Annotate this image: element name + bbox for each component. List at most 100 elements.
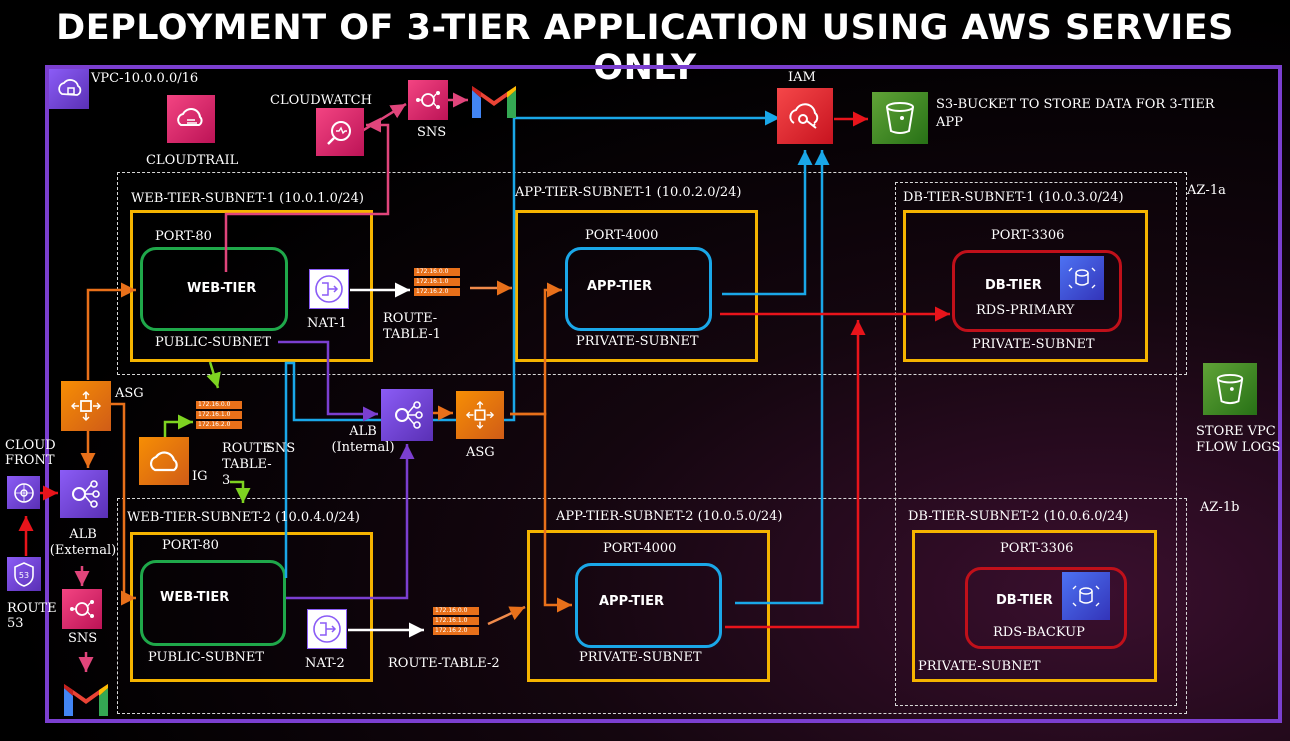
app2-port: PORT-4000	[603, 541, 677, 556]
line-app2-to-iam	[735, 150, 830, 605]
db1-subnet-name: DB-TIER-SUBNET-1 (10.0.3.0/24)	[903, 190, 1124, 205]
cloudtrail-label: CLOUDTRAIL	[146, 153, 239, 168]
gmail-top-icon	[470, 82, 518, 120]
flowlogs-bucket-icon	[1203, 363, 1257, 415]
line-app1-to-iam	[722, 150, 813, 296]
vpc-icon	[49, 69, 89, 109]
sns-top-label: SNS	[417, 125, 447, 140]
sns-left-icon	[62, 589, 102, 629]
vpc-boundary	[45, 65, 1282, 723]
sns-left-label: SNS	[68, 631, 98, 646]
line-asg-mid-to-app2	[510, 412, 572, 613]
web1-subnet-type: PUBLIC-SUBNET	[155, 335, 272, 350]
iam-icon	[777, 88, 833, 144]
web-tier-subnet-2	[130, 532, 373, 682]
asg-left-label: ASG	[115, 386, 144, 401]
db1-port: PORT-3306	[991, 228, 1065, 243]
route-entry: 172.16.0.0	[414, 268, 460, 276]
cloudfront-icon	[7, 476, 40, 509]
s3-label: S3-BUCKET TO STORE DATA FOR 3-TIER APP	[936, 97, 1215, 130]
db-tier-az-boundary	[895, 182, 1177, 706]
nat-1-icon	[309, 269, 349, 309]
db1-subnet-type: PRIVATE-SUBNET	[972, 337, 1095, 352]
route53-icon: 53	[7, 557, 41, 591]
app-tier-1	[565, 247, 712, 331]
route-table-1-icon: 172.16.0.0 172.16.1.0 172.16.2.0	[414, 268, 460, 298]
db2-tier-label: DB-TIER	[996, 593, 1053, 608]
route-entry: 172.16.1.0	[196, 411, 242, 419]
db1-tier-label: DB-TIER	[985, 278, 1042, 293]
alb-internal-icon	[381, 389, 433, 441]
gmail-left-icon	[62, 680, 110, 718]
route-table-1-label: ROUTE-TABLE-1	[383, 311, 441, 342]
db2-subnet-type: PRIVATE-SUBNET	[918, 659, 1041, 674]
route-entry: 172.16.2.0	[433, 627, 479, 635]
line-ig-to-rt3	[163, 414, 193, 438]
line-asg-to-web2	[110, 402, 136, 606]
web2-port: PORT-80	[162, 538, 219, 553]
route-entry: 172.16.1.0	[414, 278, 460, 286]
line-rt3-to-web2	[230, 480, 251, 503]
app1-subnet-type: PRIVATE-SUBNET	[576, 334, 699, 349]
sns-overlap-label: SNS	[266, 441, 296, 456]
app2-subnet-name: APP-TIER-SUBNET-2 (10.0.5.0/24)	[556, 509, 783, 524]
line-web1-to-rt3	[206, 361, 221, 389]
rds-backup-icon	[1062, 572, 1110, 620]
line-asg-mid-to-app1	[510, 282, 562, 416]
az-1b-label: AZ-1b	[1200, 500, 1240, 515]
app-tier-subnet-2	[527, 530, 770, 682]
cloudfront-label: CLOUD FRONT	[5, 438, 56, 468]
az-1b-boundary	[117, 498, 1187, 714]
internet-gateway-icon	[139, 437, 189, 485]
asg-left-icon	[61, 381, 111, 431]
cloudtrail-icon	[167, 95, 215, 143]
route-table-3-label: ROUTE TABLE-3	[222, 441, 272, 488]
web-tier-1	[140, 247, 288, 331]
web-tier-2	[140, 560, 286, 646]
route-table-2-label: ROUTE-TABLE-2	[388, 656, 500, 671]
route-entry: 172.16.1.0	[433, 617, 479, 625]
rds-primary-icon	[1060, 256, 1104, 300]
line-rt2-to-app2	[487, 605, 526, 626]
iam-label: IAM	[788, 70, 816, 85]
app2-subnet-type: PRIVATE-SUBNET	[579, 650, 702, 665]
route-entry: 172.16.2.0	[196, 421, 242, 429]
route-entry: 172.16.2.0	[414, 288, 460, 296]
app1-tier-label: APP-TIER	[587, 279, 652, 294]
sns-top-icon	[408, 80, 448, 120]
asg-mid-icon	[456, 391, 504, 439]
flowlogs-label: STORE VPC FLOW LOGS	[1196, 424, 1281, 455]
alb-external-icon	[60, 470, 108, 518]
asg-mid-label: ASG	[466, 445, 495, 460]
az-1a-boundary	[117, 172, 1187, 375]
db-tier-1	[952, 250, 1122, 332]
db-tier-subnet-2	[912, 530, 1157, 682]
web2-subnet-name: WEB-TIER-SUBNET-2 (10.0.4.0/24)	[127, 510, 360, 525]
line-asg-to-web1	[86, 282, 136, 380]
alb-internal-label: ALB (Internal)	[331, 424, 395, 455]
svg-text:53: 53	[19, 571, 29, 580]
app1-port: PORT-4000	[585, 228, 659, 243]
nat-2-label: NAT-2	[305, 656, 345, 671]
nat-2-icon	[307, 609, 347, 649]
route-table-2-icon: 172.16.0.0 172.16.1.0 172.16.2.0	[433, 607, 479, 637]
route-entry: 172.16.0.0	[196, 401, 242, 409]
web1-subnet-name: WEB-TIER-SUBNET-1 (10.0.1.0/24)	[131, 191, 364, 206]
app-tier-2	[575, 563, 722, 648]
line-web1-to-alb-int	[278, 340, 378, 422]
cloudwatch-icon	[316, 108, 364, 156]
line-cloudwatch-to-sns	[361, 102, 407, 133]
route-entry: 172.16.0.0	[433, 607, 479, 615]
db2-port: PORT-3306	[1000, 541, 1074, 556]
app1-subnet-name: APP-TIER-SUBNET-1 (10.0.2.0/24)	[515, 185, 742, 200]
web1-port: PORT-80	[155, 229, 212, 244]
web2-subnet-type: PUBLIC-SUBNET	[148, 650, 265, 665]
line-app2-to-db1	[725, 320, 866, 629]
route53-label: ROUTE 53	[7, 601, 57, 631]
db-tier-2	[965, 567, 1127, 649]
web2-tier-label: WEB-TIER	[160, 590, 230, 605]
nat-1-label: NAT-1	[307, 316, 347, 331]
db2-subnet-name: DB-TIER-SUBNET-2 (10.0.6.0/24)	[908, 509, 1129, 524]
